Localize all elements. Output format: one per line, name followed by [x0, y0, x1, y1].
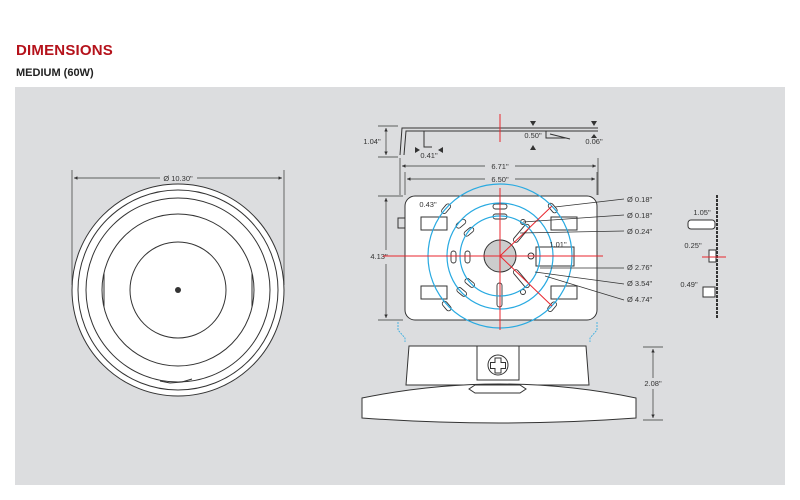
edge-dim-3: 0.49" [680, 280, 698, 289]
callout-hole-dia: Ø 0.18" [627, 211, 653, 220]
mounting-plate-view: 6.71" 6.50" 4.13" [370, 158, 653, 330]
bracket-height-label: 1.04" [363, 137, 381, 146]
callout-slot-dia-2: Ø 0.24" [627, 227, 653, 236]
callout-circle-354: Ø 3.54" [627, 279, 653, 288]
bracket-thickness-label: 0.06" [585, 137, 603, 146]
section-title: DIMENSIONS [16, 42, 114, 59]
edge-dim-2: 0.25" [684, 241, 702, 250]
clip-width-label: 1.01" [549, 240, 567, 249]
callout-circle-474: Ø 4.74" [627, 295, 653, 304]
top-view: Ø 10.30" [71, 170, 285, 397]
front-view: 2.08" [361, 322, 663, 424]
model-subtitle: MEDIUM (60W) [16, 67, 94, 79]
slot-width-label: 0.43" [419, 200, 437, 209]
edge-dim-1: 1.05" [693, 208, 711, 217]
plate-width-label: 6.50" [491, 175, 509, 184]
callout-circle-276: Ø 2.76" [627, 263, 653, 272]
bracket-offset-label: 0.50" [524, 131, 542, 140]
bracket-side-view: 1.04" 0.41" 0.50" 0.06" [363, 114, 603, 160]
tab-width-label: 0.41" [420, 151, 438, 160]
top-diameter-label: Ø 10.30" [163, 174, 193, 183]
plate-height-label: 4.13" [370, 252, 388, 261]
plate-edge-view: 1.05" 0.25" 0.49" [680, 195, 726, 318]
overall-width-label: 6.71" [491, 162, 509, 171]
front-height-label: 2.08" [644, 379, 662, 388]
callout-slot-dia-1: Ø 0.18" [627, 195, 653, 204]
